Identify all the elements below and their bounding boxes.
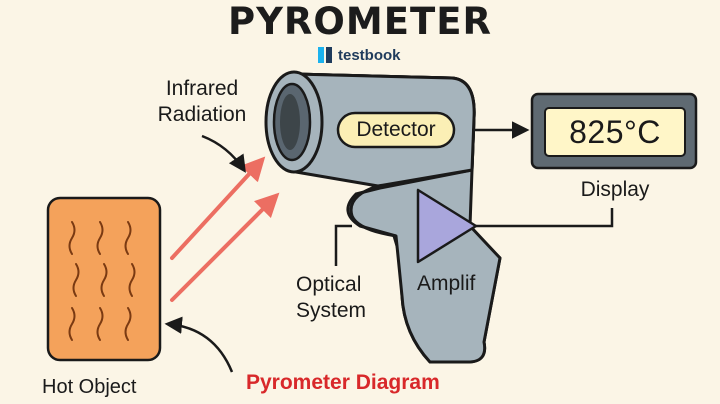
optical-system-label: Optical System [296,272,396,324]
amplifier-label: Amplif [417,272,476,295]
display-reading: 825°C [569,114,661,150]
hot-object-pointer-arrow [164,316,234,373]
infrared-radiation-arrows [170,156,280,302]
amplifier-triangle [416,188,478,264]
optical-label-line2: System [296,299,367,322]
brand-label: testbook [338,46,401,64]
lens [264,70,324,174]
detector-box [336,111,456,149]
optical-system-pointer [334,224,352,266]
infrared-label-line2: Radiation [157,103,247,126]
display-label: Display [580,178,650,201]
diagram-caption: Pyrometer Diagram [246,371,440,394]
heat-wave-icon [68,221,136,341]
pyrometer-body [292,72,502,364]
optical-label-line1: Optical [296,273,362,296]
infrared-radiation-label: Infrared Radiation [142,76,262,128]
infrared-label-line1: Infrared [165,77,239,100]
display-screen [530,92,698,170]
hot-object-label: Hot Object [42,376,137,398]
hot-object [46,196,162,362]
detector-label: Detector [356,118,436,141]
infrared-pointer-arrow [201,134,246,173]
page-title: PYROMETER [228,0,492,43]
brand-name: testbook [318,44,401,66]
testbook-logo-icon [318,47,332,63]
amplifier-to-display-line [476,208,614,228]
